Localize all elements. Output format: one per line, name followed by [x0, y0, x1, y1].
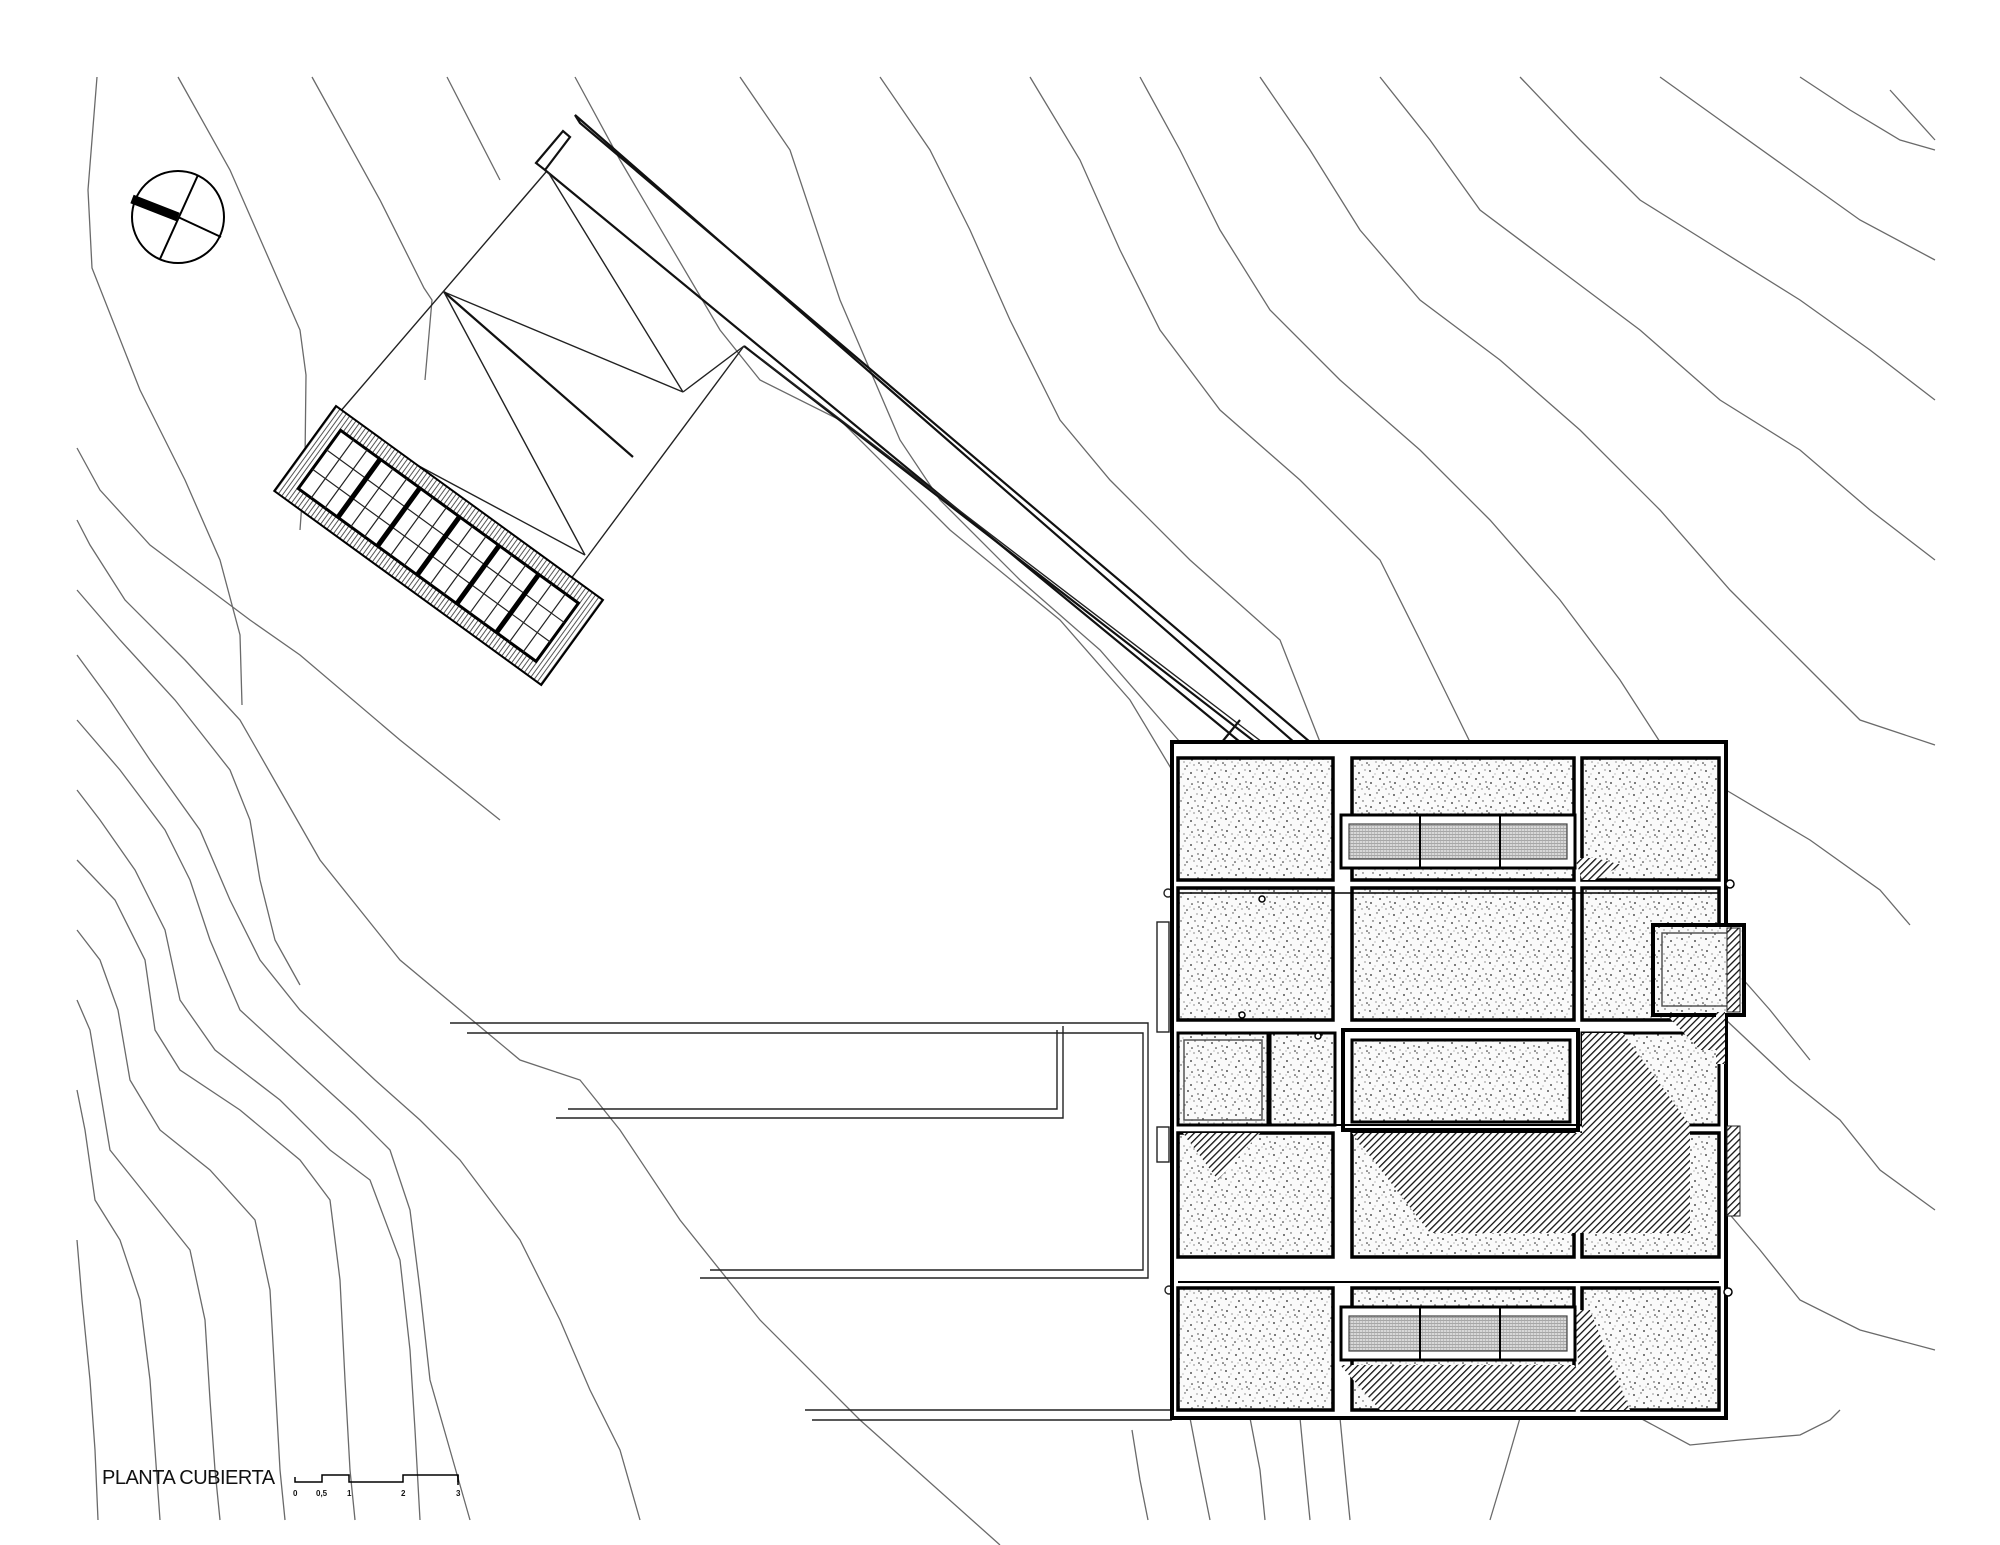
- main-building-roof: [1170, 740, 1746, 1420]
- shadow: [1340, 1365, 1618, 1410]
- roof-cell: [1176, 756, 1335, 882]
- shadow: [1574, 1310, 1630, 1410]
- shadow: [1582, 1033, 1690, 1133]
- roof-cell: [1580, 756, 1721, 882]
- scale-label-1: 1: [347, 1489, 352, 1498]
- drawing-title: PLANTA CUBIERTA: [102, 1467, 275, 1489]
- roof-cell: [1176, 886, 1335, 1022]
- scale-label-3: 3: [456, 1489, 461, 1498]
- shadow: [1660, 1008, 1719, 1050]
- solar-panel-array: [272, 404, 605, 687]
- access-ramp: [534, 114, 1312, 752]
- lower-wing-outline: [450, 888, 1174, 1421]
- scale-label-0-5: 0,5: [316, 1489, 328, 1498]
- scale-label-0: 0: [293, 1489, 298, 1498]
- shadow: [1183, 1133, 1260, 1180]
- roof-cell: [1350, 886, 1576, 1022]
- scale-bar: 0 0,5 1 2 3: [293, 1474, 461, 1498]
- skylight-bottom: [1339, 1305, 1577, 1362]
- shadow: [1575, 858, 1622, 880]
- roof-cell: [1176, 1286, 1335, 1412]
- north-arrow-icon: [130, 170, 225, 264]
- scale-label-2: 2: [401, 1489, 406, 1498]
- shadow: [1352, 1133, 1690, 1233]
- terrain-contours: [76, 76, 1936, 1545]
- skylight-top: [1339, 813, 1577, 870]
